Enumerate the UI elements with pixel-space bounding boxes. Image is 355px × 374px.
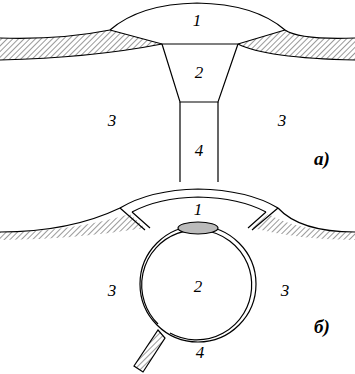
surface-line <box>285 30 355 38</box>
callout-number: 3 <box>281 282 290 299</box>
stalk-outline <box>180 102 218 182</box>
callout-number: 3 <box>108 282 117 299</box>
callout-number: 3 <box>278 112 287 129</box>
callout-number: 2 <box>195 64 204 81</box>
figure-letter: а) <box>314 149 330 168</box>
epidermis-hatch <box>0 30 162 60</box>
lens <box>178 222 218 234</box>
epidermis-hatch <box>252 214 355 240</box>
figure-letter: б) <box>314 317 330 336</box>
epidermis-hatch <box>238 30 355 60</box>
dome-base <box>110 30 285 44</box>
trapezoid-outline <box>162 44 238 102</box>
callout-number: 4 <box>195 142 204 159</box>
epidermis-hatch <box>0 214 145 240</box>
inner-line <box>0 44 162 60</box>
callout-number: 2 <box>194 278 203 295</box>
callout-number: 1 <box>194 201 203 218</box>
callout-number: 3 <box>108 112 117 129</box>
retina-line <box>142 230 252 340</box>
callout-number: 4 <box>196 344 205 361</box>
inner-line <box>238 44 355 60</box>
surface-line <box>0 30 110 38</box>
optic-nerve <box>134 330 165 372</box>
dome-outline <box>110 3 285 30</box>
surface-line <box>278 208 355 232</box>
callout-number: 1 <box>193 12 202 29</box>
eyeball-outline <box>140 226 256 342</box>
surface-line <box>0 208 120 232</box>
